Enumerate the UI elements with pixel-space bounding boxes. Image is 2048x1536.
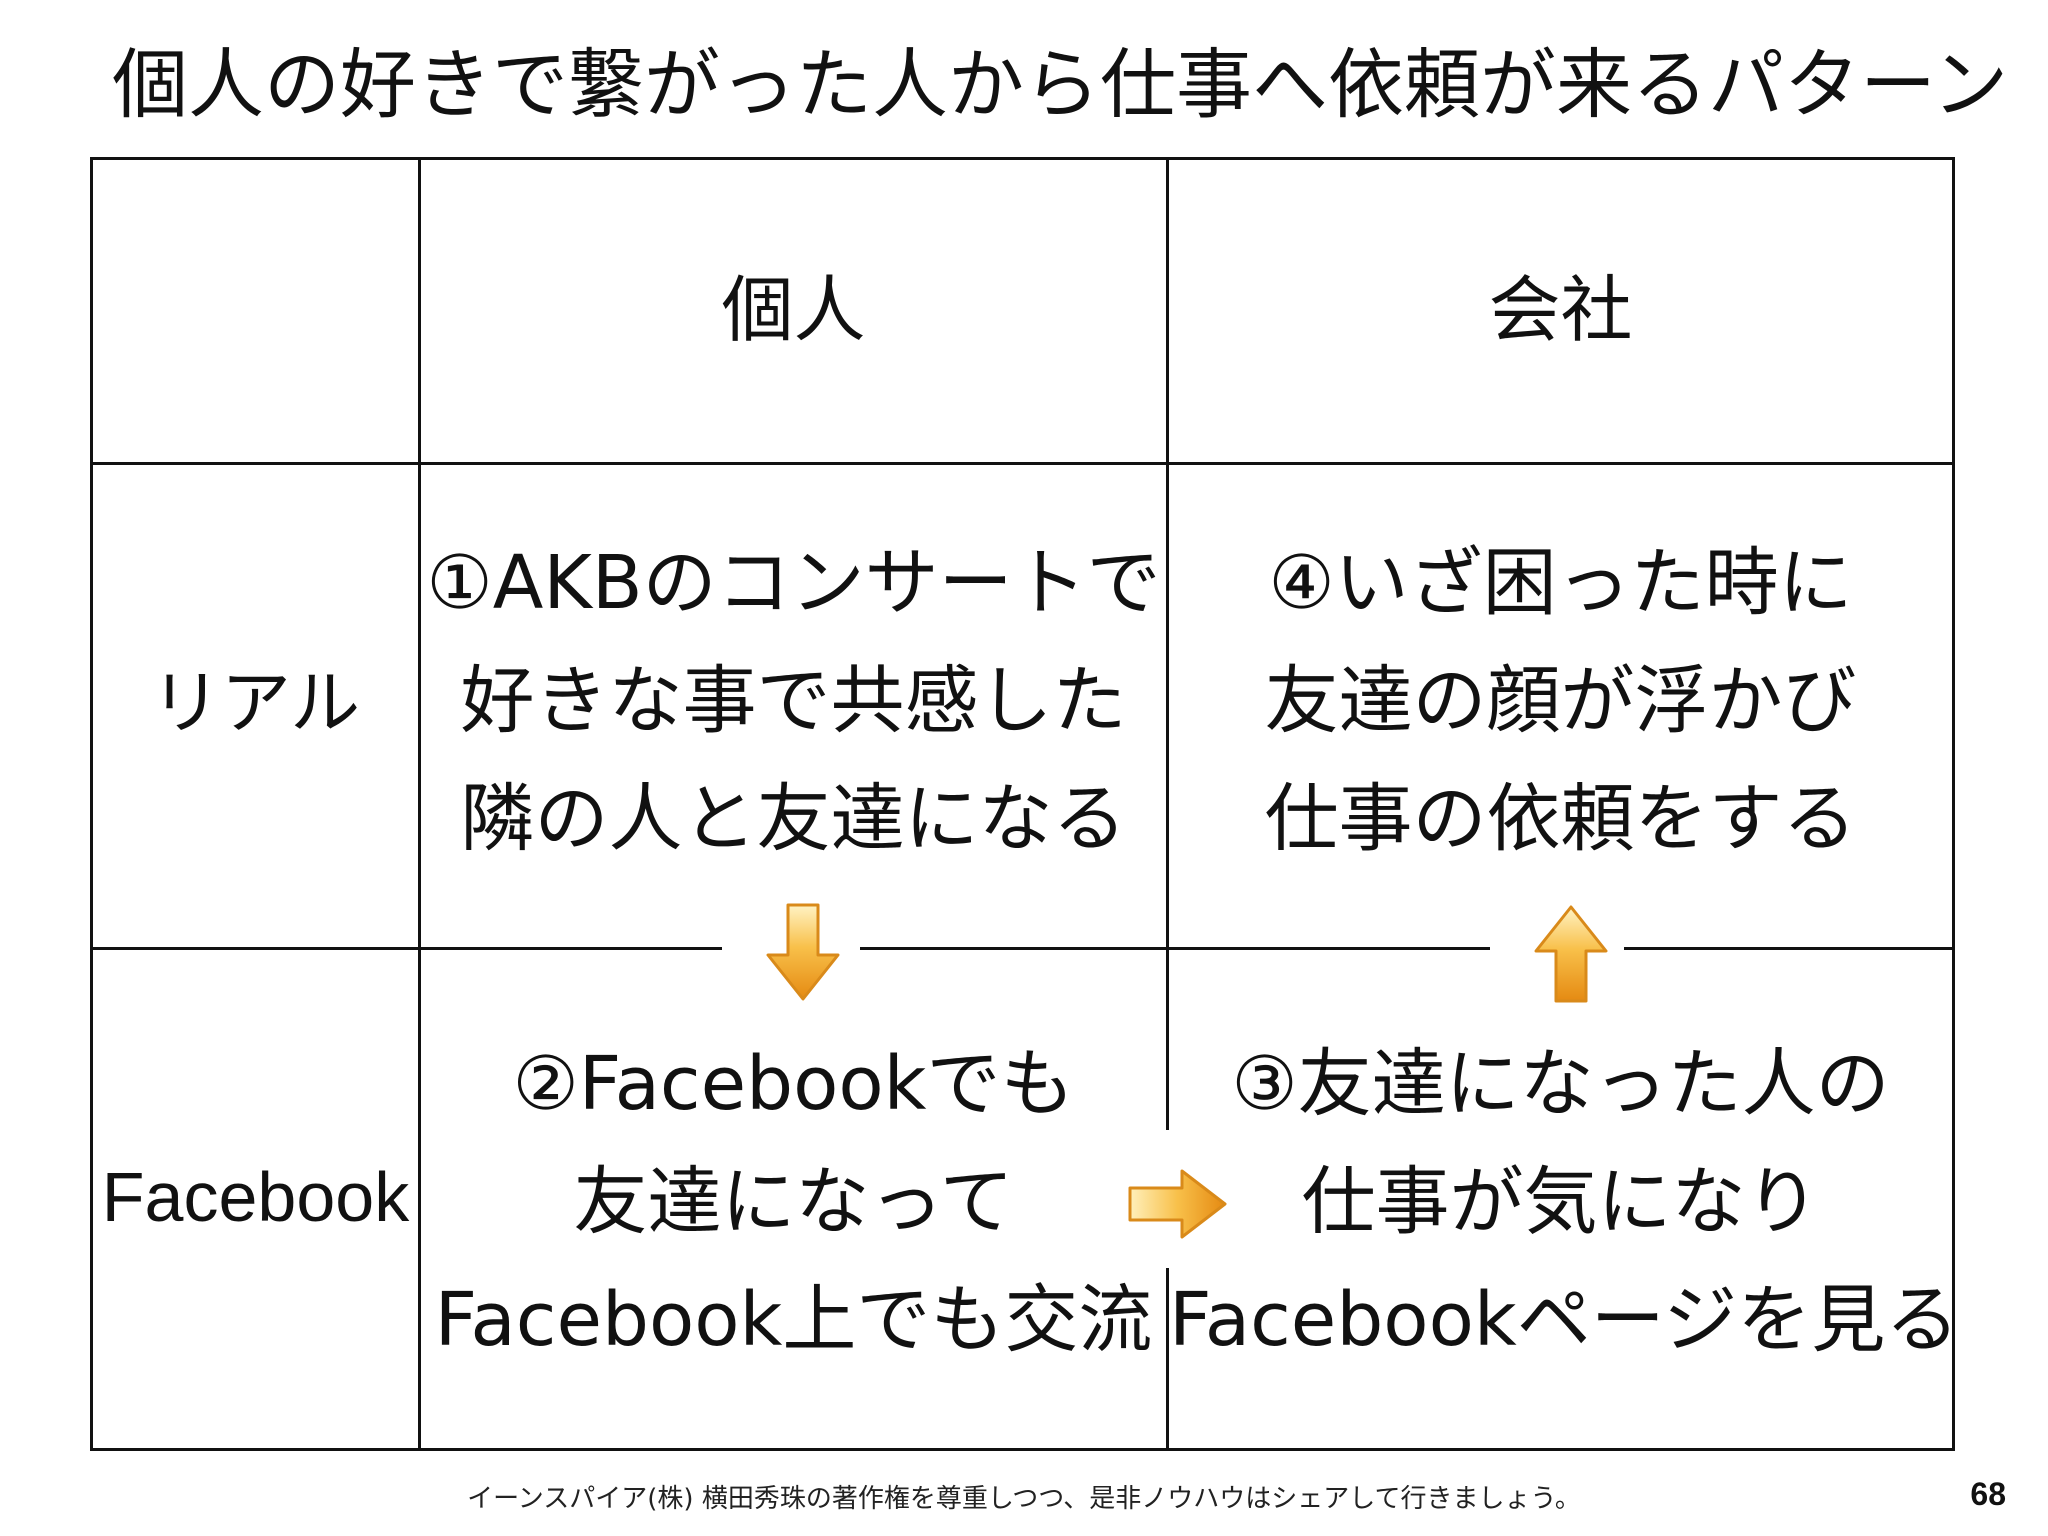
table-border-right [1952, 157, 1955, 1451]
row-divider-2-b [860, 947, 1490, 950]
table-border-left [90, 157, 93, 1451]
cell-line: ①AKBのコンサートで [426, 540, 1161, 626]
row-header-real: リアル [150, 662, 361, 744]
column-divider-2-top [1166, 157, 1169, 1130]
cell-line: 友達になって [573, 1159, 1014, 1245]
cell-line: ②Facebookでも [512, 1041, 1075, 1127]
arrow-up-icon [1534, 905, 1608, 1003]
column-header-personal: 個人 [721, 268, 866, 352]
cell-line: Facebookページを見る [1169, 1277, 1960, 1363]
column-divider-1 [418, 157, 421, 1451]
cell-line: 仕事の依頼をする [1264, 776, 1857, 862]
cell-line: 隣の人と友達になる [460, 776, 1127, 862]
slide-title: 個人の好きで繋がった人から仕事へ依頼が来るパターン [112, 40, 2009, 129]
cell-line: Facebook上でも交流 [434, 1277, 1153, 1363]
row-divider-1 [90, 462, 1955, 465]
cell-line: 好きな事で共感した [460, 658, 1127, 744]
row-divider-2-c [1624, 947, 1955, 950]
cell-line: 仕事が気になり [1301, 1159, 1820, 1245]
page-number: 68 [1970, 1476, 2006, 1512]
row-divider-2-a [90, 947, 722, 950]
row-header-facebook: Facebook [101, 1158, 410, 1236]
footer-copyright: イーンスパイア(株) 横田秀珠の著作権を尊重しつつ、是非ノウハウはシェアして行き… [467, 1484, 1581, 1514]
table-border-top [90, 157, 1955, 160]
table-border-bottom [90, 1448, 1955, 1451]
column-divider-2-bottom [1166, 1268, 1169, 1451]
column-header-company: 会社 [1488, 268, 1633, 352]
cell-line: ④いざ困った時に [1268, 540, 1853, 626]
cell-line: 友達の顔が浮かび [1264, 658, 1857, 744]
arrow-right-icon [1128, 1169, 1227, 1239]
cell-line: ③友達になった人の [1231, 1041, 1890, 1127]
arrow-down-icon [766, 903, 840, 1001]
